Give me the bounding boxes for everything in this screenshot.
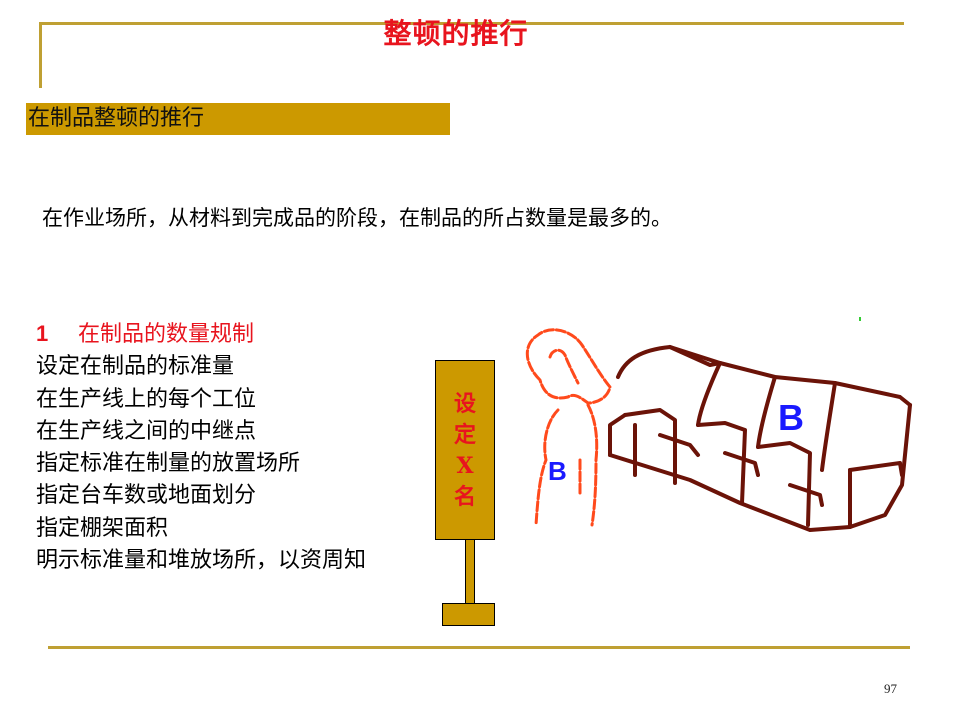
signpost-char: 设 — [453, 391, 476, 417]
signpost-board: 设 定 X 名 — [435, 360, 495, 540]
subtitle-text: 在制品整顿的推行 — [28, 106, 205, 131]
signpost-char: X — [456, 453, 474, 479]
list-item: 明示标准量和堆放场所，以资周知 — [36, 548, 367, 574]
sofa-sketch-icon — [608, 345, 912, 532]
page-number: 97 — [884, 681, 897, 696]
signpost-base — [442, 603, 495, 626]
sofa-label: B — [778, 397, 804, 438]
slide-title: 整顿的推行 — [383, 17, 529, 50]
left-frame-line — [39, 22, 42, 88]
person-and-sofa-illustration: B B — [525, 317, 912, 532]
person-sketch-icon — [525, 328, 612, 527]
signpost-char: 定 — [453, 422, 476, 448]
signpost-char: 名 — [453, 484, 476, 510]
signpost-text: 设 定 X 名 — [436, 389, 494, 513]
list-item: 指定标准在制量的放置场所 — [36, 451, 301, 477]
top-frame-line — [39, 22, 904, 25]
list-item: 指定台车数或地面划分 — [36, 483, 257, 509]
section-heading: 1 在制品的数量规制 — [36, 318, 366, 351]
section-heading-text: 在制品的数量规制 — [78, 322, 255, 347]
list-item: 指定棚架面积 — [36, 515, 169, 541]
intro-text: 在作业场所，从材料到完成品的阶段，在制品的所占数量是最多的。 — [42, 206, 672, 230]
list-item: 在生产线之间的中继点 — [36, 418, 257, 444]
section-number: 1 — [36, 321, 49, 346]
signpost-pole — [465, 540, 475, 604]
list-item: 设定在制品的标准量 — [36, 354, 235, 380]
bottom-rule — [48, 646, 910, 649]
regulation-list: 1 在制品的数量规制 设定在制品的标准量 在生产线上的每个工位 在生产线之间的中继… — [36, 318, 366, 577]
stray-dot — [859, 317, 861, 321]
person-label: B — [548, 456, 567, 486]
subtitle-bar: 在制品整顿的推行 — [26, 103, 450, 135]
list-item: 在生产线上的每个工位 — [36, 386, 257, 412]
